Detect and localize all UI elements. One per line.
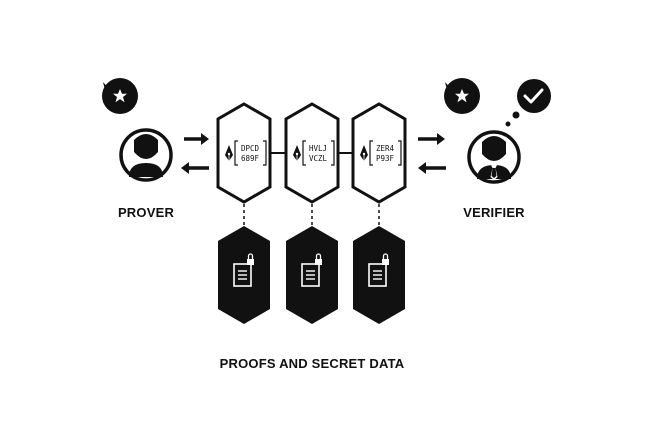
person-icon [129, 134, 163, 177]
verifier-exchange-arrows [418, 133, 446, 174]
proof-card: HVLJ VCZL [284, 102, 340, 204]
proof-code-line-1: HVLJ [309, 144, 327, 153]
secret-data-row [218, 226, 405, 324]
secret-data-card [286, 226, 338, 324]
verifier-label: VERIFIER [463, 205, 525, 220]
secret-data-card [218, 226, 270, 324]
dashed-connectors [243, 204, 380, 226]
secret-data-card [353, 226, 405, 324]
proof-code-line-2: P93F [376, 154, 395, 163]
proof-chain: DPCD 689F HVLJ VCZL ZER4 P93F [216, 102, 407, 204]
proof-code-line-2: 689F [241, 154, 260, 163]
prover-label: PROVER [118, 205, 175, 220]
proof-code-line-1: ZER4 [376, 144, 395, 153]
verifier-avatar [467, 130, 521, 184]
proof-code-line-2: VCZL [309, 154, 328, 163]
proof-card: ZER4 P93F [351, 102, 407, 204]
checkmark-icon [523, 88, 544, 104]
verifier-speech-bubble [444, 78, 480, 114]
diagram-caption: PROOFS AND SECRET DATA [220, 356, 405, 371]
prover-speech-bubble [102, 78, 138, 114]
person-with-tie-icon [477, 136, 511, 180]
verifier-thought-bubble [505, 79, 551, 127]
prover-avatar [119, 128, 173, 182]
prover-exchange-arrows [181, 133, 209, 174]
proof-code-line-1: DPCD [241, 144, 260, 153]
proof-card: DPCD 689F [216, 102, 272, 204]
verifier-group: VERIFIER [444, 78, 551, 220]
prover-group: PROVER [102, 78, 174, 220]
